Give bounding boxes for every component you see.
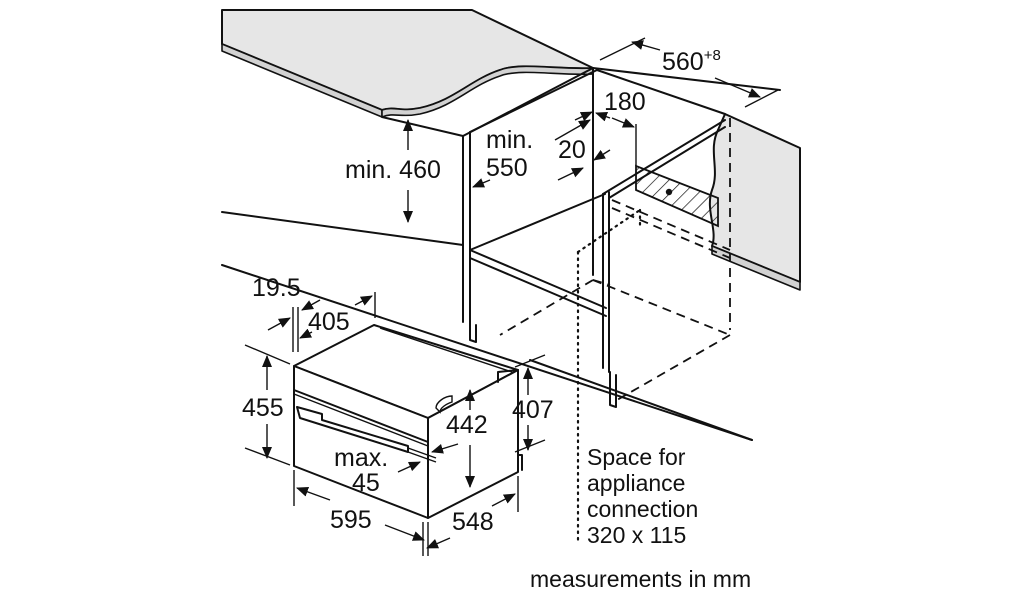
label-side-height: 442	[446, 411, 488, 439]
connection-area	[635, 124, 719, 228]
label-min-depth-prefix: min.	[486, 126, 533, 154]
label-cabinet-width: 560+8	[662, 47, 721, 76]
notes: Space for appliance connection 320 x 115…	[530, 444, 751, 592]
label-min-depth: 550	[486, 154, 528, 182]
label-appliance-depth: 548	[452, 508, 494, 536]
label-top-depth: 405	[308, 308, 350, 336]
label-connection-offset: 180	[604, 88, 646, 116]
floor-lines	[221, 211, 753, 441]
label-appliance-width: 595	[330, 506, 372, 534]
label-door-projection-prefix: max.	[334, 444, 388, 472]
countertop-left	[221, 9, 594, 118]
dimension-labels: 560+8 180 20 min. 550 min. 460 19.5 405 …	[242, 47, 721, 536]
countertop-right	[708, 113, 801, 330]
note-connection-size: 320 x 115	[587, 522, 686, 548]
note-connection-line3: connection	[587, 496, 698, 522]
connection-space-dotted	[576, 208, 642, 542]
label-rear-height: 407	[512, 396, 554, 424]
label-front-frame: 19.5	[252, 274, 301, 302]
label-front-height: 455	[242, 394, 284, 422]
oven-appliance	[293, 324, 523, 519]
note-connection-line2: appliance	[587, 470, 685, 496]
note-connection-line1: Space for	[587, 444, 686, 470]
label-door-projection: 45	[352, 469, 380, 497]
dimension-lines	[244, 37, 779, 556]
note-units: measurements in mm	[530, 566, 751, 592]
label-min-height: min. 460	[345, 156, 441, 184]
label-rear-gap: 20	[558, 136, 586, 164]
